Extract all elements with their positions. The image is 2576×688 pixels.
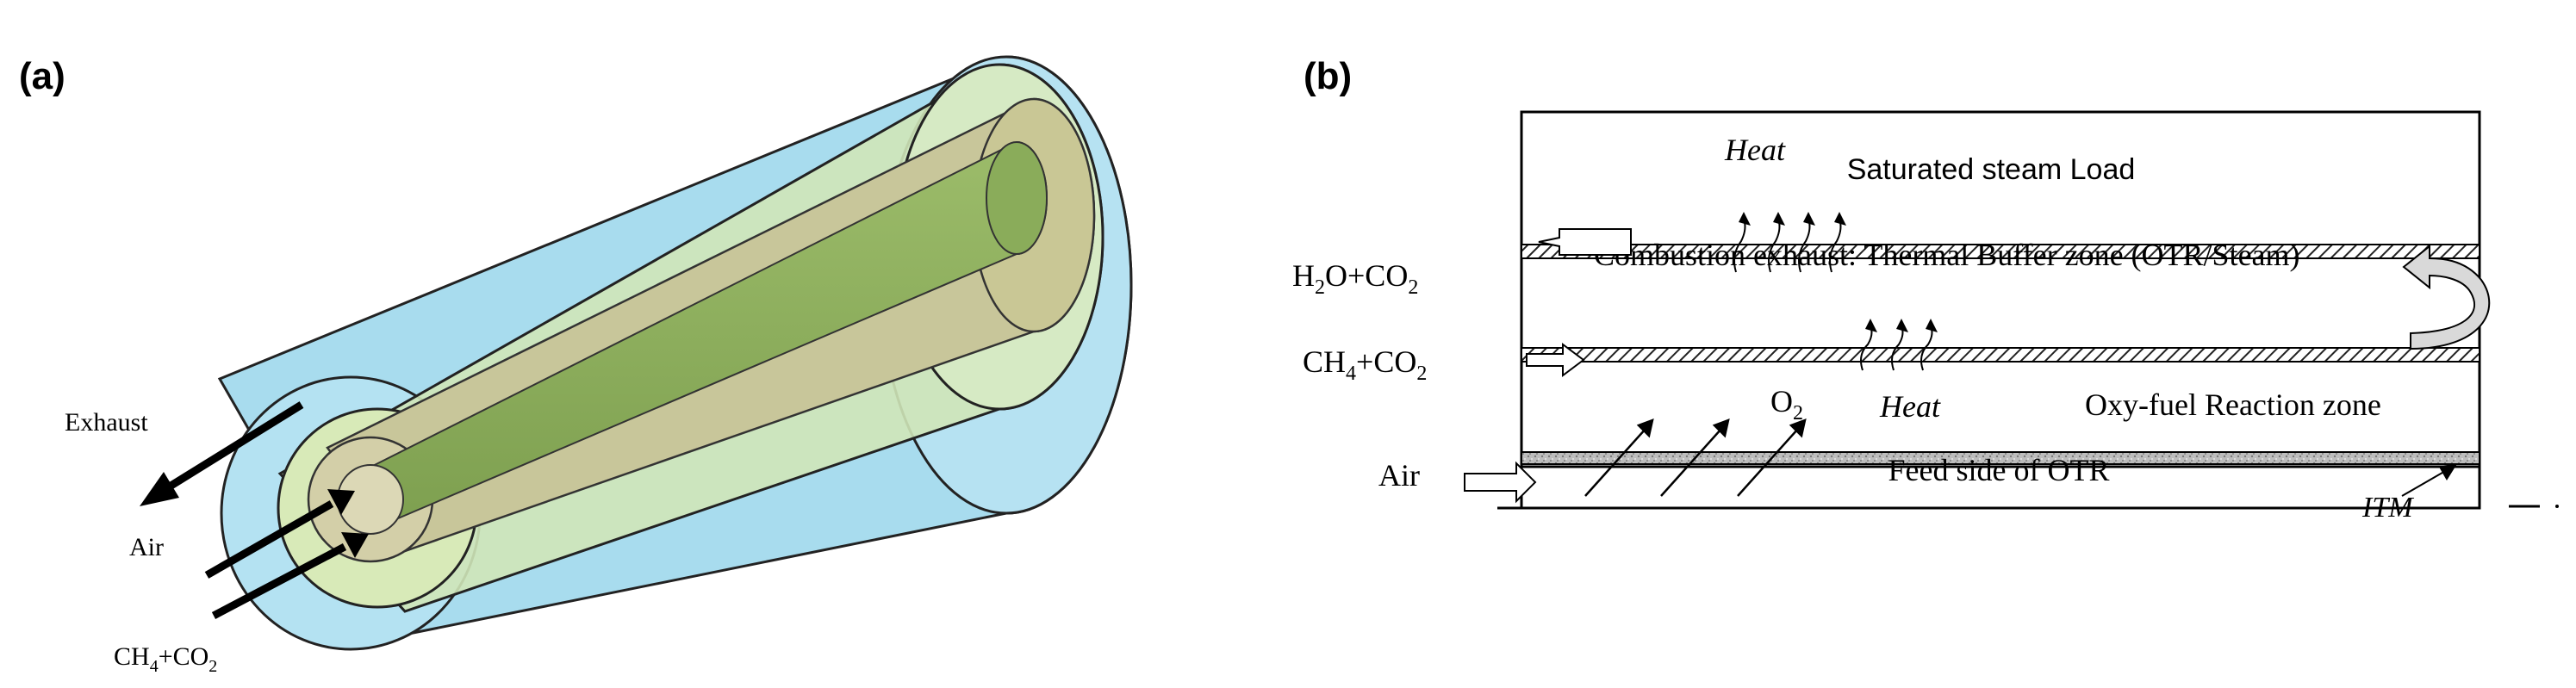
reaction-zone-label: Oxy-fuel Reaction zone [2085, 387, 2381, 422]
heat-label-top: Heat [1724, 133, 1786, 167]
heat-arrows-middle [1860, 319, 1938, 371]
itm-label: ITM [2361, 492, 2414, 524]
outlet-gas-label: H2O+CO2 [1292, 258, 1418, 299]
upper-hatched-wall [1521, 244, 2480, 259]
air-label: Air [129, 533, 164, 561]
feed-side-label: Feed side of OTR [1888, 453, 2110, 487]
exhaust-outlet-arrow [1538, 228, 1632, 256]
cylinder-diagram: (a) [19, 55, 1133, 676]
recirculation-arrow [2402, 244, 2491, 350]
core-channel [337, 140, 1048, 535]
lower-hatched-wall [1521, 347, 2480, 363]
oxygen-label: O2 [1770, 384, 1803, 425]
thermal-buffer-zone-label: Combustion exhaust: Thermal Buffer zone … [1594, 238, 2300, 272]
air-inlet-arrow [1464, 461, 1537, 504]
feed-inlet-arrow [211, 532, 369, 619]
air-label-b: Air [1378, 458, 1420, 493]
panel-b-label: (b) [1304, 55, 1352, 97]
inlet-gas-label: CH4+CO2 [1303, 344, 1427, 385]
itm-membrane [1521, 451, 2480, 465]
panel-a-cylinder-schematic: (a) [0, 0, 1223, 688]
heat-label-middle: Heat [1879, 389, 1941, 424]
exhaust-arrow [140, 401, 304, 506]
saturated-steam-zone-label: Saturated steam Load [1847, 153, 2136, 186]
exhaust-label: Exhaust [65, 408, 148, 437]
panel-a-label: (a) [19, 55, 65, 97]
zone-diagram: (b) Saturated steam Load Combustion exha… [1292, 55, 2559, 524]
reactor-frame [1520, 110, 2481, 510]
itm-pointer-arrow [2401, 463, 2457, 497]
heat-arrows-top [1733, 212, 1846, 273]
fuel-inlet-arrow [1526, 343, 1585, 377]
panel-b-zone-schematic: (b) Saturated steam Load Combustion exha… [1223, 0, 2576, 688]
air-inlet-arrow [204, 489, 355, 579]
oxygen-permeation-arrows [1584, 418, 1807, 497]
feed-label: CH4+CO2 [114, 642, 217, 676]
